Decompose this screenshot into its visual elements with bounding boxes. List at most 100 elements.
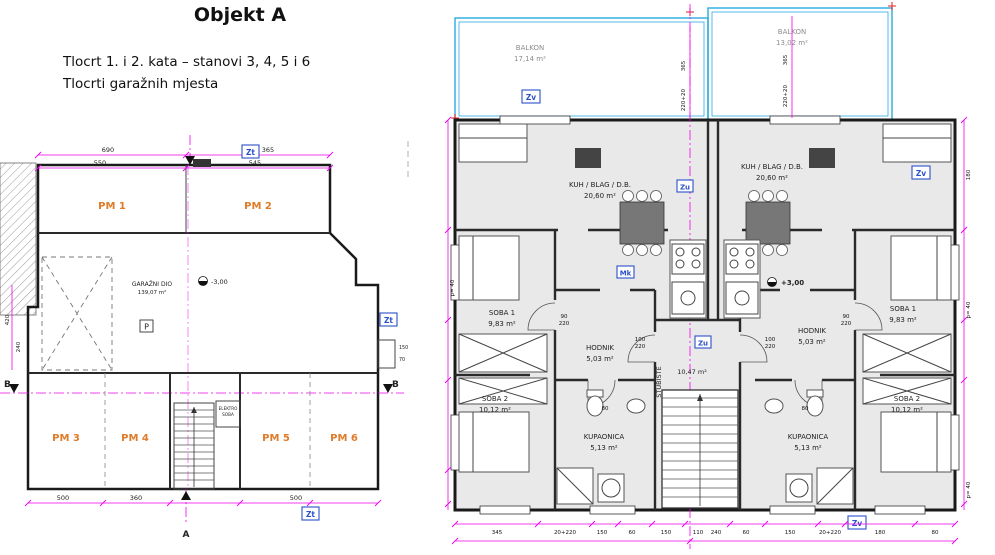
wall-step — [377, 339, 396, 369]
svg-text:P: P — [144, 323, 149, 332]
svg-text:80: 80 — [932, 530, 939, 536]
svg-text:545: 545 — [249, 159, 261, 167]
bed-soba1 — [458, 235, 520, 301]
room-area: 20,60 m² — [584, 192, 616, 200]
svg-text:100: 100 — [635, 337, 646, 343]
page-title: Objekt A — [193, 4, 287, 26]
parking-spot-label: PM 2 — [244, 201, 272, 212]
bathroom-fixtures — [556, 389, 646, 505]
svg-text:150: 150 — [661, 530, 672, 536]
svg-text:220: 220 — [635, 344, 646, 350]
furniture-left — [458, 123, 707, 505]
svg-text:420: 420 — [5, 314, 11, 325]
svg-text:Zu: Zu — [698, 340, 708, 348]
zt-marker: Zt — [241, 144, 260, 159]
svg-text:110: 110 — [693, 530, 704, 536]
windows — [450, 115, 960, 515]
garage-outer-wall — [26, 163, 380, 491]
dining-table — [619, 201, 665, 245]
parking-strip-top: PM 1 PM 2 — [38, 165, 330, 234]
zt-marker: Zt — [301, 506, 320, 521]
room-name: HODNIK — [586, 344, 614, 352]
zv-marker: Zv — [847, 515, 867, 530]
svg-text:180: 180 — [966, 169, 972, 180]
room-area: 10,12 m² — [479, 406, 511, 414]
zu-marker: Zu — [694, 335, 712, 349]
garage-elevation-value: -3,00 — [211, 278, 228, 286]
apartment-elevation-value: +3,00 — [781, 279, 804, 287]
room-area: 5,03 m² — [586, 355, 614, 363]
zv-marker: Zv — [521, 89, 541, 104]
balcony-left: BALKON 17,14 m² — [454, 17, 709, 121]
svg-text:Zv: Zv — [526, 93, 536, 102]
svg-text:690: 690 — [102, 146, 114, 154]
room-labels-left: KUH / BLAG / D.B. 20,60 m² SOBA 1 9,83 m… — [479, 181, 631, 452]
zu-marker: Zu — [676, 179, 694, 193]
room-area: 5,03 m² — [798, 338, 826, 346]
room-area: 9,83 m² — [488, 320, 516, 328]
roof-opening — [41, 256, 113, 371]
svg-text:Zu: Zu — [680, 184, 690, 192]
mk-marker: Mk — [616, 265, 635, 279]
tv-cabinet — [575, 148, 601, 168]
chairs — [622, 190, 662, 256]
svg-text:240: 240 — [711, 530, 722, 536]
zt-marker: Zt — [379, 312, 398, 327]
room-area: 5,13 m² — [590, 444, 618, 452]
garage-stairs — [173, 402, 215, 490]
room-labels-right: KUH / BLAG / D.B. 20,60 m² SOBA 1 9,83 m… — [741, 163, 923, 452]
room-name: KUH / BLAG / D.B. — [569, 181, 631, 189]
svg-text:100: 100 — [765, 337, 776, 343]
balcony-dimensions: 365 220+20 365 220+20 — [681, 16, 793, 118]
svg-text:365: 365 — [681, 60, 687, 71]
svg-text:p= 40: p= 40 — [966, 481, 972, 498]
garage-area-name: GARAŽNI DIO — [132, 280, 172, 288]
balcony-name: BALKON — [516, 44, 544, 52]
svg-text:Zt: Zt — [384, 316, 393, 325]
garage-elevation-marker: -3,00 — [198, 276, 228, 286]
door-dimensions: 90 220 100 220 90 220 100 220 80 80 — [559, 314, 852, 412]
svg-text:70: 70 — [399, 357, 405, 363]
zv-marker: Zv — [911, 165, 931, 180]
room-name: SOBA 1 — [890, 305, 916, 313]
apartment-floor-plan: BALKON 17,14 m² BALKON 13,02 m² — [444, 2, 972, 549]
room-name: KUPAONICA — [788, 433, 829, 441]
room-area: 10,12 m² — [891, 406, 923, 414]
garage-area-value: 139,07 m² — [138, 289, 167, 296]
terrain-hatch — [0, 162, 37, 316]
svg-text:Mk: Mk — [620, 270, 632, 278]
svg-text:500: 500 — [290, 494, 302, 502]
bathroom-fixtures — [764, 389, 854, 505]
svg-text:20+220: 20+220 — [554, 530, 577, 536]
balcony-right: BALKON 13,02 m² — [707, 7, 893, 121]
svg-text:220+20: 220+20 — [681, 88, 687, 111]
tv-cabinet — [809, 148, 835, 168]
section-label-b: B — [4, 380, 11, 390]
room-name: HODNIK — [798, 327, 826, 335]
svg-text:p= 40: p= 40 — [450, 279, 456, 296]
svg-text:Zv: Zv — [852, 519, 862, 528]
wardrobe — [862, 333, 952, 405]
parking-spot-label: PM 1 — [98, 201, 126, 212]
elektro-label: ELEKTRO — [219, 406, 239, 411]
svg-text:90: 90 — [843, 314, 850, 320]
parking-row-bottom: PM 3 PM 4 PM 5 PM 6 — [28, 372, 378, 489]
svg-text:220: 220 — [765, 344, 776, 350]
dining-table — [745, 201, 791, 245]
kitchen-counter — [669, 239, 707, 319]
svg-text:p= 40: p= 40 — [966, 301, 972, 318]
bed-soba2 — [458, 411, 530, 473]
svg-text:220: 220 — [841, 321, 852, 327]
svg-text:220: 220 — [559, 321, 570, 327]
svg-text:360: 360 — [130, 494, 142, 502]
svg-text:150: 150 — [785, 530, 796, 536]
svg-text:550: 550 — [94, 159, 106, 167]
balcony-area: 17,14 m² — [514, 55, 546, 63]
garage-floor-plan: PM 1 PM 2 GARAŽNI DIO 139,07 m² -3,00 P — [0, 135, 409, 540]
edge-dimensions: p= 40 180 p= 40 p= 40 — [444, 116, 972, 510]
svg-text:80: 80 — [602, 406, 609, 412]
svg-text:Zv: Zv — [916, 169, 926, 178]
parking-spot-label: PM 5 — [262, 433, 290, 444]
stubiste-name: STUBIŠTE — [654, 366, 663, 397]
garage-dimensions: 690 365 550 545 500 360 500 420 240 150 … — [5, 146, 408, 507]
